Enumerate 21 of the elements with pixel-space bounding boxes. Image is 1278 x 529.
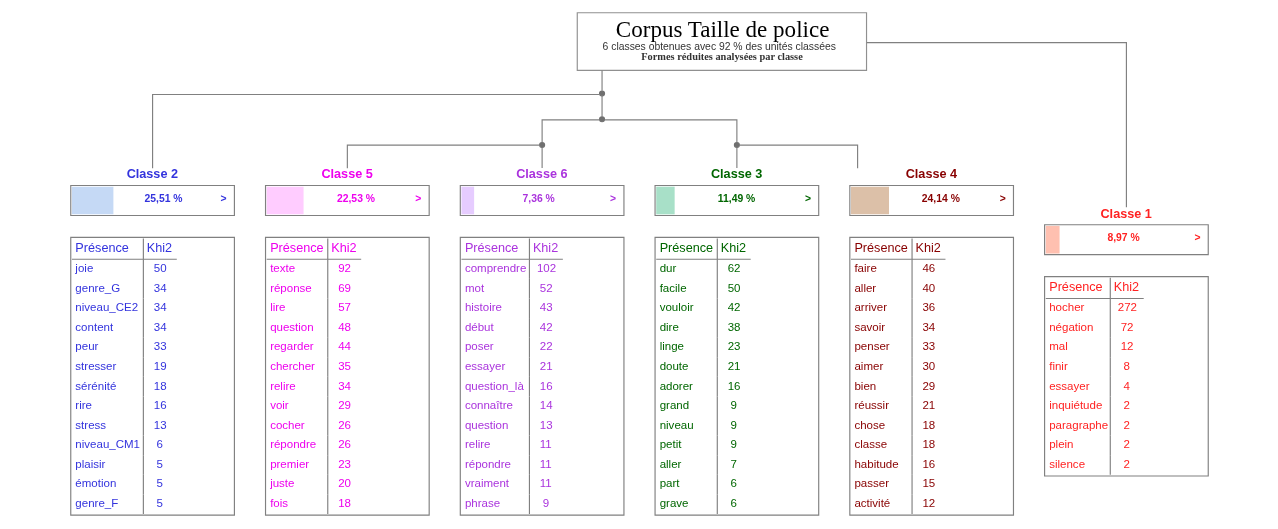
node-circle <box>733 141 740 149</box>
connector <box>151 93 600 169</box>
node-box: Corpus Taille de police 6 classes obtenues avec 92 % des unités classées Formes réduites analysées par classe <box>576 12 867 71</box>
connector <box>603 119 737 143</box>
connector <box>735 146 737 169</box>
node-label: Classe 4 <box>905 167 957 182</box>
node-label: Classe 3 <box>710 167 762 182</box>
connector <box>738 144 858 169</box>
node-label: Classe 5 <box>320 167 373 182</box>
node-label: Classe 6 <box>515 167 568 182</box>
connector <box>865 42 1127 208</box>
connector <box>541 146 543 169</box>
node-circle <box>598 90 605 97</box>
connector <box>346 144 540 169</box>
node-label: Classe 1 <box>1099 206 1152 221</box>
connector <box>541 119 600 143</box>
node-label: Classe 2 <box>126 167 178 182</box>
connector <box>600 95 603 118</box>
node-circle <box>538 141 545 149</box>
node-circle <box>598 116 605 123</box>
connector <box>600 70 603 92</box>
